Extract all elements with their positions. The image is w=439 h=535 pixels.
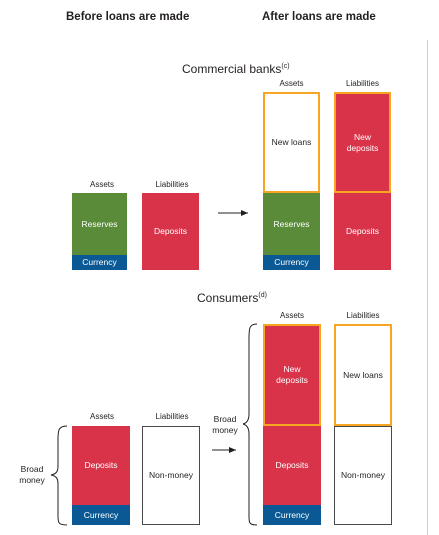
- right-divider: [427, 40, 428, 535]
- consumers-title: Consumers(d): [197, 291, 267, 305]
- consumers-after-liabilities-label: Liabilities: [346, 311, 380, 320]
- consumers-after-broad-money-label: Broad money: [212, 414, 238, 435]
- consumers-after-currency-block: Currency: [263, 505, 321, 525]
- consumers-before-deposits-block: Deposits: [72, 426, 130, 505]
- consumers-before-liabilities-label: Liabilities: [155, 412, 189, 421]
- banks-before-liabilities-label: Liabilities: [155, 180, 189, 189]
- consumers-before-currency-block: Currency: [72, 505, 130, 525]
- consumers-after-assets-label: Assets: [279, 311, 304, 320]
- banks-before-currency-block: Currency: [72, 255, 127, 270]
- banks-after-currency-block: Currency: [263, 255, 320, 270]
- consumers-after-non-money-block: Non-money: [334, 426, 392, 525]
- banks-before-assets-label: Assets: [89, 180, 114, 189]
- banks-after-new-deposits-block: New deposits: [334, 92, 391, 193]
- consumers-after-new-loans-block: New loans: [334, 324, 392, 426]
- commercial-banks-title: Commercial banks(c): [182, 62, 290, 76]
- before-broad-money-brace-icon: [50, 425, 68, 526]
- banks-after-liabilities-label: Liabilities: [346, 79, 379, 88]
- consumers-before-non-money-block: Non-money: [142, 426, 200, 525]
- banks-after-deposits-block: Deposits: [334, 193, 391, 270]
- consumers-before-assets-label: Assets: [89, 412, 114, 421]
- after-loans-header: After loans are made: [262, 11, 376, 23]
- consumers-after-new-deposits-block: New deposits: [263, 324, 321, 426]
- consumers-before-broad-money-label: Broad money: [19, 464, 45, 485]
- banks-before-deposits-block: Deposits: [142, 193, 199, 270]
- banks-after-new-loans-block: New loans: [263, 92, 320, 193]
- consumers-after-deposits-block: Deposits: [263, 426, 321, 505]
- after-broad-money-brace-icon: [242, 323, 258, 526]
- banks-before-reserves-block: Reserves: [72, 193, 127, 255]
- banks-after-assets-label: Assets: [279, 79, 304, 88]
- before-loans-header: Before loans are made: [66, 11, 190, 23]
- banks-after-reserves-block: Reserves: [263, 193, 320, 255]
